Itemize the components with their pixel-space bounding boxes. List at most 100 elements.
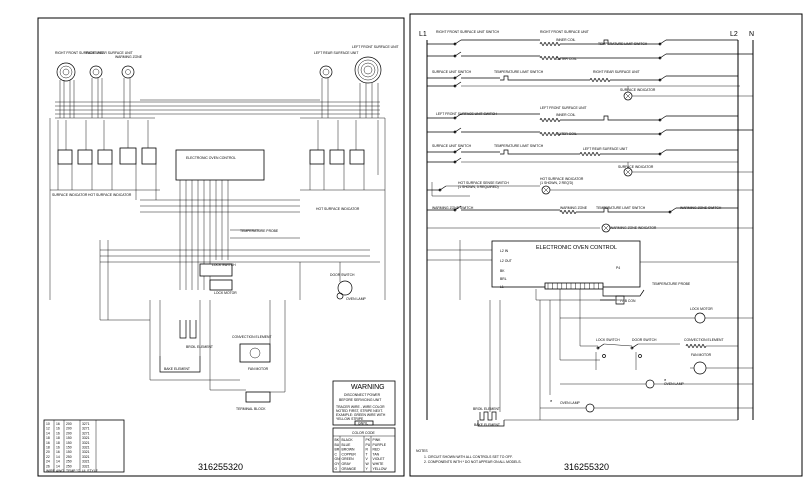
temp-limit-switch-1-label: TEMPERATURE LIMIT SWITCH	[598, 42, 648, 46]
outer-coil-2-label: OUTER COIL	[556, 132, 577, 136]
color-code-cell: PINK	[373, 438, 382, 442]
lp-lock-switch-label: LOCK SWITCH	[212, 263, 236, 267]
lock-motor-label: LOCK MOTOR	[690, 307, 713, 311]
color-code-cell: ORANGE	[342, 467, 357, 471]
switch-harness	[49, 118, 386, 300]
wire-table-cell: 250	[66, 460, 72, 464]
wire-table-cell: 16	[56, 431, 60, 435]
convection-element-label: CONVECTION ELEMENT	[684, 338, 724, 342]
color-code-cell: BR	[335, 448, 340, 452]
hot-surface-indicator-note: (1 SHOWN, 2 REQ'D)	[540, 181, 573, 185]
wire-table-cell: 3271	[82, 427, 90, 431]
wire-table-cell: 3321	[82, 436, 90, 440]
lp-lock-motor: LOCK MOTOR	[209, 279, 237, 295]
wire-table-cell: 3321	[82, 455, 90, 459]
wire-table-cell: 24	[46, 460, 50, 464]
note-2: 2. COMPONENTS WITH * DO NOT APPEAR ON AL…	[424, 460, 521, 464]
contact-dot	[453, 150, 457, 154]
heating-coil	[559, 210, 577, 214]
hot-surface-sense-note: (1 SHOWN, 5 REQUIRED)	[458, 185, 499, 189]
wire-table-cell: 200	[66, 422, 72, 426]
optional-component-mark: *	[550, 400, 553, 406]
lp-rf-unit-label: RIGHT FRONT SURFACE UNIT	[55, 51, 104, 55]
limit-switch	[600, 207, 612, 213]
oven-lamp-1-symbol	[645, 379, 655, 389]
wire-table-cell: 12	[46, 427, 50, 431]
contact-dot	[602, 354, 606, 358]
lf-surface-unit-label: LEFT FRONT SURFACE UNIT	[540, 106, 587, 110]
wire-table-cell: WIRE	[46, 469, 56, 473]
color-code-cell: V	[366, 457, 369, 461]
wire-table-cell: 200	[66, 431, 72, 435]
lp-convection-element-label: CONVECTION ELEMENT	[232, 335, 272, 339]
wire-table-cell: 22	[46, 455, 50, 459]
contact-dot	[438, 188, 442, 192]
heating-coil	[539, 132, 561, 136]
contact-dot	[453, 76, 457, 80]
fan-motor-symbol	[693, 361, 707, 375]
prb-con-plug	[615, 295, 625, 305]
contact-dot	[453, 208, 457, 212]
lp-door-switch-label: DOOR SWITCH	[330, 273, 355, 277]
color-code-cell: T	[366, 452, 368, 456]
temp-limit-switch-2-label: TEMPERATURE LIMIT SWITCH	[494, 70, 544, 74]
wire-table-cell: UL STYLE	[82, 469, 99, 473]
contact-dot	[453, 130, 457, 134]
surface-indicator-1-label: SURFACE INDICATOR	[620, 88, 656, 92]
left-part-number: 316255320	[198, 462, 243, 472]
hot-surface-indicator-label: HOT SURFACE INDICATOR	[540, 177, 584, 181]
warming-zone-coil	[121, 65, 135, 79]
right-rear-surface-unit-coil	[89, 65, 103, 79]
eoc-pin-header	[544, 282, 604, 290]
wire-table-cell: 16	[56, 427, 60, 431]
warming-zone-label: WARMING ZONE	[560, 206, 588, 210]
warning-block: WARNING DISCONNECT POWER BEFORE SERVICIN…	[332, 380, 396, 426]
temperature-probe-label: TEMPERATURE PROBE	[652, 282, 691, 286]
heating-coil	[539, 118, 561, 122]
eoc-terminal-bk: BK	[500, 269, 505, 273]
warning-title: WARNING	[351, 384, 385, 391]
contact-dot	[668, 210, 672, 214]
wire-table-cell: 16	[56, 450, 60, 454]
bake-element-symbol	[477, 420, 505, 427]
color-code-title: COLOR CODE	[352, 431, 376, 435]
pictorial-wiring-panel: RIGHT FRONT SURFACE UNIT RIGHT REAR SURF…	[37, 17, 405, 477]
heating-coil	[685, 344, 707, 348]
warming-zone-indicator-label: WARMING ZONE INDICATOR	[610, 226, 657, 230]
oven-lamp-2-symbol	[585, 403, 595, 413]
wire-table-cell: 18	[56, 436, 60, 440]
contact-dot	[638, 354, 642, 358]
lp-surface-indicator-label: SURFACE INDICATOR	[52, 193, 88, 197]
surface-unit-switch-1-label: SURFACE UNIT SWITCH	[432, 70, 472, 74]
wire-table-cell: 16	[56, 422, 60, 426]
color-code-cell: PK	[366, 438, 371, 442]
lp-lr-unit-label: LEFT REAR SURFACE UNIT	[314, 51, 358, 55]
oven-lamp-1-label: OVEN LAMP	[664, 382, 685, 386]
schematic-rungs: **	[427, 39, 753, 427]
color-code-cell: WHITE	[373, 462, 385, 466]
lp-eoc-label: ELECTRONIC OVEN CONTROL	[186, 156, 236, 160]
tracer-line-2: NOTED FIRST, STRIPE NEXT.	[336, 409, 383, 413]
color-code-cell: O	[335, 467, 338, 471]
color-code-cell: R	[366, 448, 369, 452]
lp-fan-motor-label: FAN MOTOR	[248, 367, 269, 371]
right-front-surface-unit-coil	[56, 62, 76, 82]
limit-switch	[500, 149, 512, 155]
color-code-cell: GREEN	[342, 457, 355, 461]
lp-broil-element-label: BROIL ELEMENT	[186, 345, 213, 349]
eoc-terminal-l2out: L2 OUT	[500, 259, 512, 263]
contact-dot	[658, 118, 662, 122]
lp-lf-unit-label: LEFT FRONT SURFACE UNIT	[352, 45, 399, 49]
wire	[624, 168, 632, 176]
wire	[542, 186, 550, 194]
tracer-line-1: TRACER WIRE - WIRE COLOR	[336, 405, 385, 409]
wire-table-cell: 3321	[82, 450, 90, 454]
inner-coil-label: INNER COIL	[556, 38, 576, 42]
wire-table-cell: 16	[56, 446, 60, 450]
color-code-cell: GN	[335, 457, 341, 461]
tracer-example-code: GN/YL	[358, 422, 368, 426]
color-code-cell: BROWN	[342, 448, 356, 452]
lp-oven-lamp: OVEN LAMP	[336, 292, 367, 301]
